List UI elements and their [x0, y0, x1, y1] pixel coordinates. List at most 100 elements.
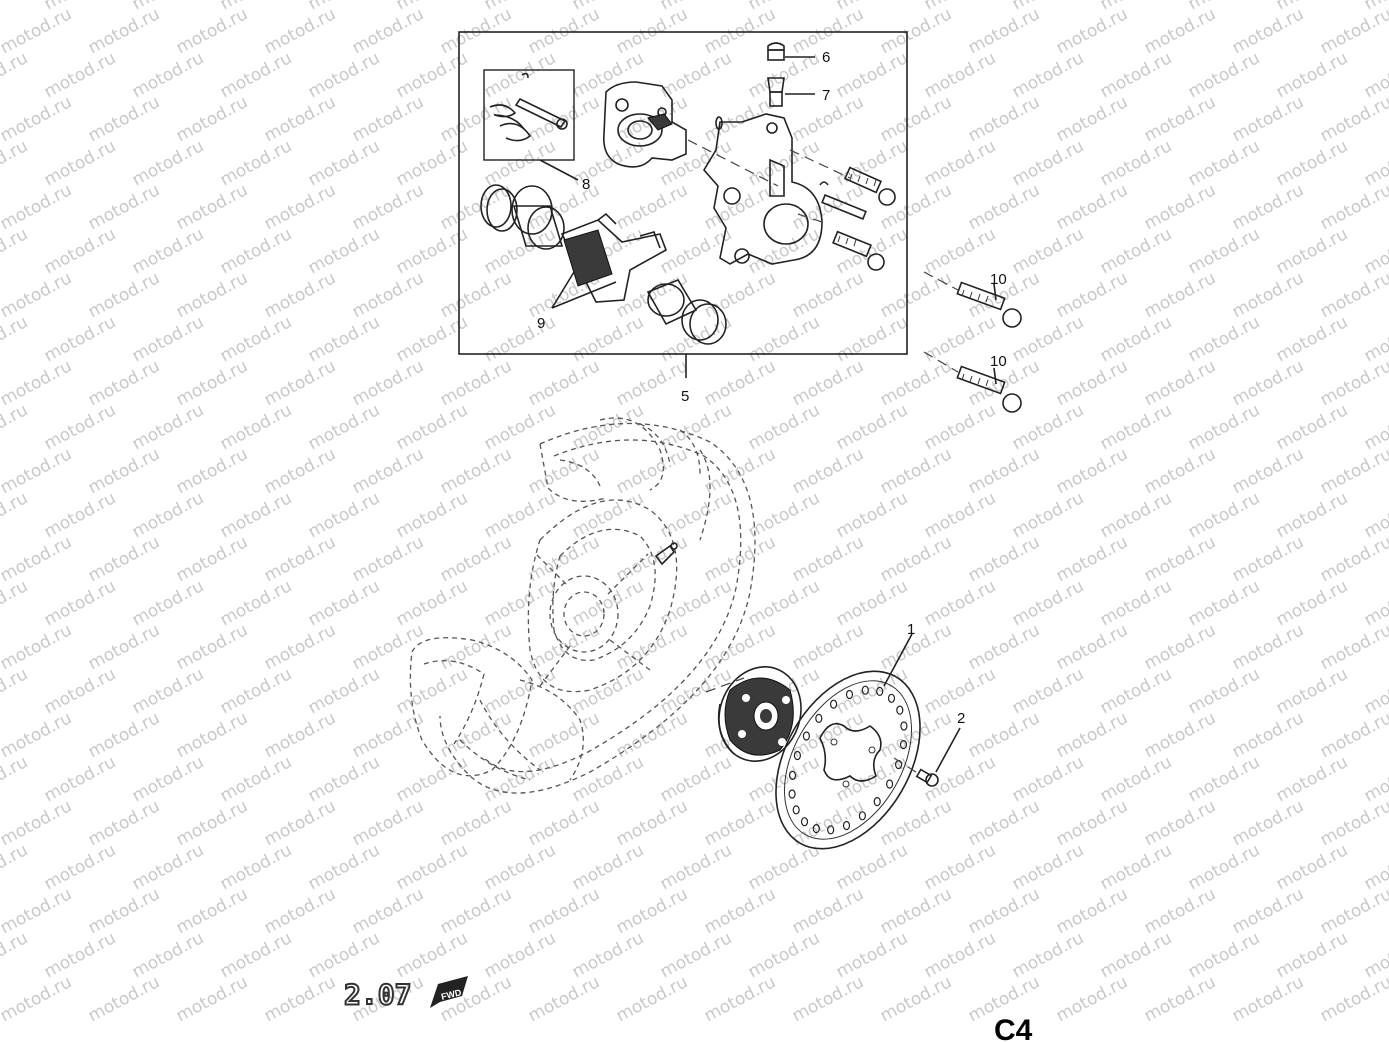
- watermark-text: motod.ru: [1273, 664, 1351, 718]
- page-code: C4: [994, 1014, 1033, 1042]
- watermark-text: motod.ru: [569, 664, 647, 718]
- watermark-text: motod.ru: [129, 752, 207, 806]
- watermark-text: motod.ru: [0, 576, 31, 630]
- watermark-text: motod.ru: [481, 576, 559, 630]
- watermark-text: motod.ru: [0, 224, 31, 278]
- watermark-text: motod.ru: [921, 752, 999, 806]
- watermark-text: motod.ru: [305, 312, 383, 366]
- watermark-text: motod.ru: [481, 664, 559, 718]
- watermark-text: motod.ru: [745, 400, 823, 454]
- watermark-text: motod.ru: [1229, 620, 1307, 674]
- watermark-text: motod.ru: [129, 576, 207, 630]
- watermark-text: motod.ru: [393, 664, 471, 718]
- watermark-text: motod.ru: [129, 48, 207, 102]
- disc-vent-hole: [900, 721, 908, 731]
- watermark-text: motod.ru: [305, 488, 383, 542]
- watermark-text: motod.ru: [41, 664, 119, 718]
- watermark-text: motod.ru: [1097, 664, 1175, 718]
- watermark-text: motod.ru: [569, 312, 647, 366]
- watermark-text: motod.ru: [701, 92, 779, 146]
- watermark-text: motod.ru: [305, 928, 383, 982]
- watermark-text: motod.ru: [921, 312, 999, 366]
- watermark-text: motod.ru: [481, 400, 559, 454]
- watermark-text: motod.ru: [1097, 840, 1175, 894]
- watermark-text: motod.ru: [569, 840, 647, 894]
- watermark-text: motod.ru: [613, 796, 691, 850]
- watermark-text: motod.ru: [1273, 840, 1351, 894]
- watermark-text: motod.ru: [701, 884, 779, 938]
- watermark-text: motod.ru: [525, 884, 603, 938]
- watermark-text: motod.ru: [261, 4, 339, 58]
- watermark-text: motod.ru: [789, 884, 867, 938]
- watermark-text: motod.ru: [1097, 576, 1175, 630]
- mounting-bolt-lower: [923, 351, 1022, 413]
- watermark-text: motod.ru: [569, 752, 647, 806]
- watermark-text: motod.ru: [921, 576, 999, 630]
- bleed-screw: [767, 77, 785, 107]
- watermark-text: motod.ru: [481, 840, 559, 894]
- disc-vent-hole: [827, 825, 835, 835]
- watermark-text: motod.ru: [701, 444, 779, 498]
- watermark-text: motod.ru: [1185, 136, 1263, 190]
- watermark-text: motod.ru: [657, 400, 735, 454]
- watermark-text: motod.ru: [657, 752, 735, 806]
- watermark-text: motod.ru: [569, 136, 647, 190]
- watermark-text: motod.ru: [129, 840, 207, 894]
- watermark-text: motod.ru: [393, 488, 471, 542]
- watermark-text: motod.ru: [349, 708, 427, 762]
- watermark-text: motod.ru: [173, 708, 251, 762]
- brake-disc-drawing: [775, 670, 921, 850]
- watermark-text: motod.ru: [965, 532, 1043, 586]
- watermark-text: motod.ru: [1229, 356, 1307, 410]
- assembly-line-2: [789, 149, 851, 179]
- watermark-text: motod.ru: [525, 532, 603, 586]
- watermark-text: motod.ru: [965, 180, 1043, 234]
- watermark-text: motod.ru: [921, 840, 999, 894]
- disc-vent-hole: [793, 750, 802, 761]
- watermark-text: motod.ru: [877, 444, 955, 498]
- caliper-body-drawing: [703, 113, 823, 265]
- piston-seal-lower: [646, 279, 727, 345]
- watermark-text: motod.ru: [1141, 620, 1219, 674]
- watermark-text: motod.ru: [833, 224, 911, 278]
- disc-vent-hole: [788, 789, 796, 799]
- watermark-text: motod.ru: [261, 972, 339, 1026]
- watermark-text: motod.ru: [1273, 576, 1351, 630]
- watermark-text: motod.ru: [261, 180, 339, 234]
- watermark-text: motod.ru: [481, 312, 559, 366]
- watermark-text: motod.ru: [349, 796, 427, 850]
- watermark-text: motod.ru: [1009, 928, 1087, 982]
- watermark-text: motod.ru: [173, 4, 251, 58]
- leader-1: [883, 633, 913, 687]
- watermark-text: motod.ru: [833, 136, 911, 190]
- watermark-text: motod.ru: [129, 664, 207, 718]
- watermark-text: motod.ru: [1185, 400, 1263, 454]
- watermark-text: motod.ru: [833, 840, 911, 894]
- watermark-text: motod.ru: [173, 532, 251, 586]
- bleed-cap: [767, 42, 785, 61]
- watermark-text: motod.ru: [1009, 48, 1087, 102]
- watermark-text: motod.ru: [1009, 664, 1087, 718]
- watermark-text: motod.ru: [745, 928, 823, 982]
- watermark-text: motod.ru: [85, 532, 163, 586]
- watermark-text: motod.ru: [1229, 796, 1307, 850]
- watermark-text: motod.ru: [305, 752, 383, 806]
- watermark-text: motod.ru: [349, 4, 427, 58]
- fwd-label: FWD: [440, 987, 463, 1002]
- watermark-text: motod.ru: [0, 356, 75, 410]
- watermark-text: motod.ru: [789, 356, 867, 410]
- watermark-text: motod.ru: [41, 752, 119, 806]
- watermark-text: motod.ru: [481, 752, 559, 806]
- watermark-text: motod.ru: [0, 972, 75, 1026]
- watermark-text: motod.ru: [1185, 224, 1263, 278]
- leader-2: [935, 727, 961, 773]
- watermark-text: motod.ru: [1053, 356, 1131, 410]
- watermark-text: motod.ru: [85, 180, 163, 234]
- watermark-text: motod.ru: [0, 48, 31, 102]
- watermark-text: motod.ru: [1009, 400, 1087, 454]
- watermark-text: motod.ru: [701, 356, 779, 410]
- watermark-text: motod.ru: [1053, 4, 1131, 58]
- watermark-text: motod.ru: [1141, 444, 1219, 498]
- watermark-text: motod.ru: [1097, 224, 1175, 278]
- watermark-text: motod.ru: [877, 884, 955, 938]
